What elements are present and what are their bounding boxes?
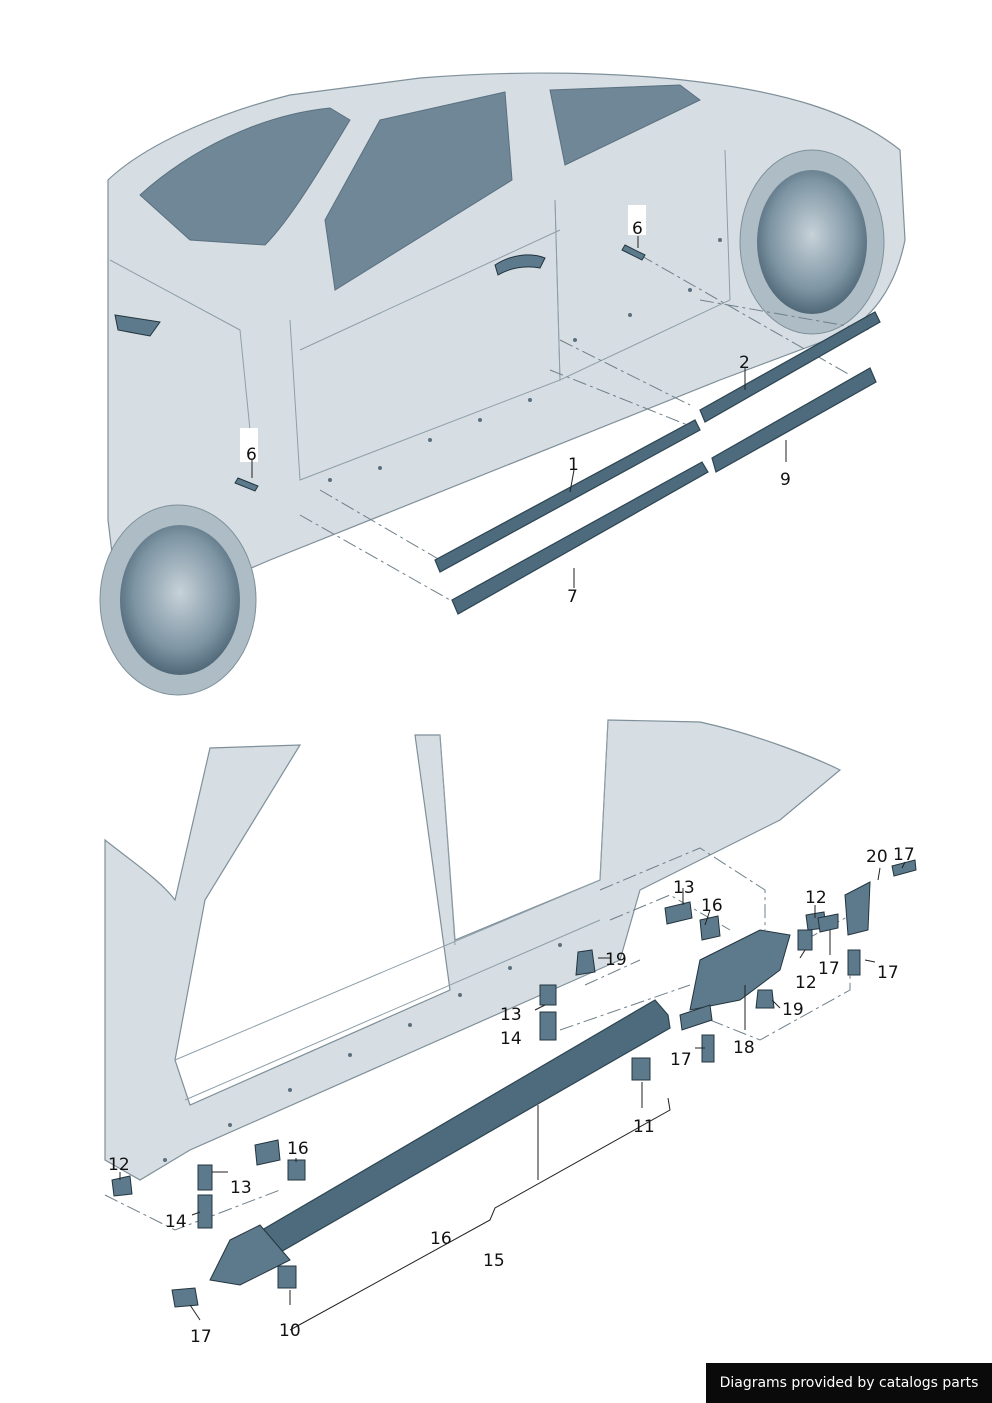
- callout-16-rear: 16: [287, 1139, 309, 1159]
- callout-13-rear: 13: [230, 1178, 252, 1198]
- trim-strip-part-7: [451, 461, 709, 615]
- callout-7: 7: [567, 587, 578, 607]
- leaders-top: [251, 236, 787, 588]
- side-marker: [114, 314, 161, 337]
- rear-wheel: [99, 504, 257, 696]
- callout-17-front-b: 17: [877, 963, 899, 983]
- callout-17-top: 17: [893, 845, 915, 865]
- pad-part-11: [631, 1057, 651, 1081]
- body-frame-view: [104, 719, 842, 1181]
- callout-19-upper: 19: [605, 950, 627, 970]
- door-handle: [494, 254, 546, 276]
- callout-14-mid: 14: [500, 1029, 522, 1049]
- sill-trim-part-15: [244, 999, 671, 1266]
- callout-16-sill: 16: [430, 1229, 452, 1249]
- callout-6-rear: 6: [246, 445, 257, 465]
- callout-19-lower: 19: [782, 1000, 804, 1020]
- callout-13-front: 13: [673, 878, 695, 898]
- callout-15: 15: [483, 1251, 505, 1271]
- pad-part-10: [277, 1265, 297, 1289]
- callout-12-lower: 12: [795, 973, 817, 993]
- callout-14-rear: 14: [165, 1212, 187, 1232]
- callout-16-front: 16: [701, 896, 723, 916]
- bracket-part-20: [844, 881, 871, 936]
- callout-18: 18: [733, 1038, 755, 1058]
- callout-9: 9: [780, 470, 791, 490]
- callout-11: 11: [633, 1117, 655, 1137]
- trim-strip-part-1: [434, 419, 701, 573]
- end-cap-front-part-18: [689, 929, 791, 1011]
- rear-side-window: [139, 107, 351, 246]
- front-wheel: [739, 149, 885, 335]
- trim-strip-part-2: [699, 311, 881, 423]
- screw-6-front: [621, 205, 646, 261]
- callout-20: 20: [866, 847, 888, 867]
- callout-12-rear: 12: [108, 1155, 130, 1175]
- callout-13-mid: 13: [500, 1005, 522, 1025]
- callout-6-front: 6: [632, 219, 643, 239]
- callout-17-front-a: 17: [818, 959, 840, 979]
- callout-1: 1: [568, 455, 579, 475]
- connector-bracket: [679, 1004, 713, 1031]
- fasteners-bottom: [111, 859, 917, 1308]
- callout-17-rear: 17: [190, 1327, 212, 1347]
- callout-17-mid: 17: [670, 1050, 692, 1070]
- front-quarter-window: [549, 84, 701, 166]
- callout-10: 10: [279, 1321, 301, 1341]
- trim-strip-part-9: [711, 367, 877, 473]
- credit-banner: Diagrams provided by catalogs parts: [706, 1363, 992, 1403]
- leaders-bottom: [119, 861, 906, 1331]
- front-door-window: [324, 91, 513, 291]
- screw-6-rear: [234, 428, 259, 492]
- callout-2: 2: [739, 353, 750, 373]
- callout-12-upper: 12: [805, 888, 827, 908]
- car-side-view: [99, 72, 906, 696]
- end-cap-rear: [209, 1224, 291, 1286]
